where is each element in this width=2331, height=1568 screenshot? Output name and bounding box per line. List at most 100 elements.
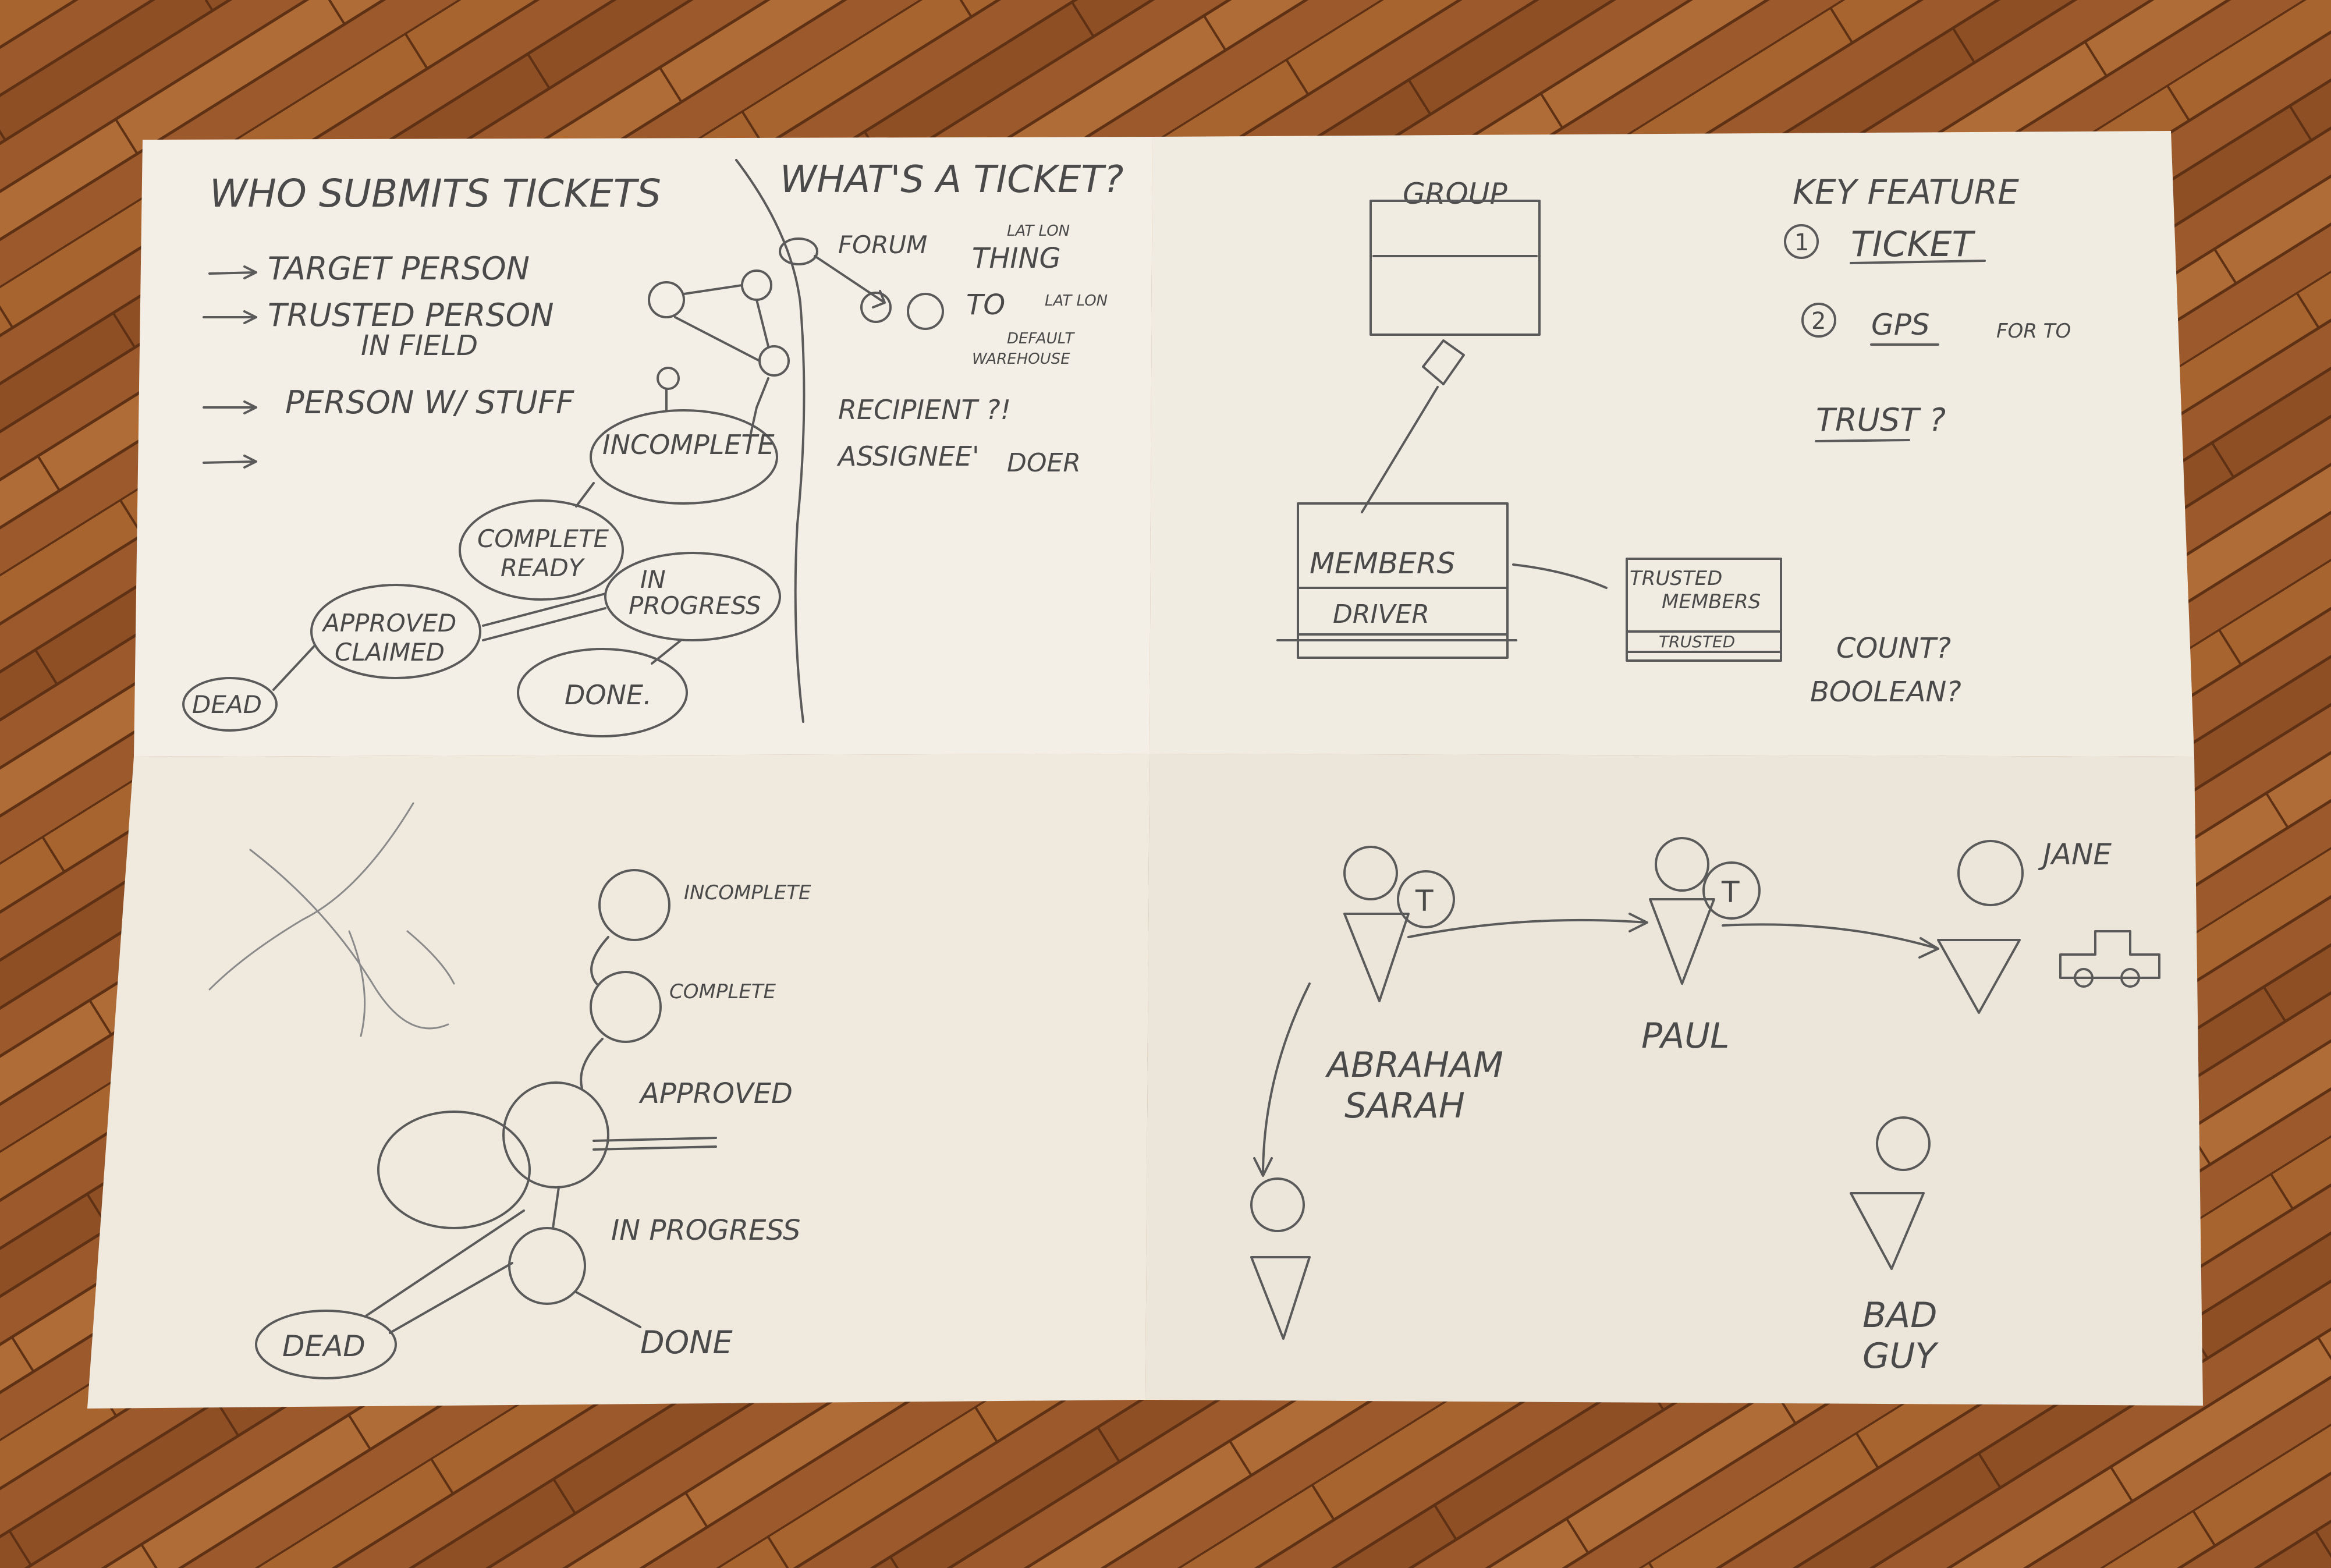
state-dead-oval <box>182 677 278 732</box>
person-bad: BAD <box>1862 1295 1937 1336</box>
sheet-bottom-left-paper <box>87 754 1149 1409</box>
person-abraham-head <box>1343 846 1398 900</box>
key-feature-title: KEY FEATURE <box>1793 172 2019 212</box>
key-trust: TRUST ? <box>1816 402 1946 438</box>
group-member-line <box>1361 386 1439 513</box>
state-incomplete: INCOMPLETE <box>602 429 775 460</box>
sheet-bottom-left: INCOMPLETE COMPLETE APPROVED IN PROGRESS… <box>208 802 811 1379</box>
bl-state-complete-node <box>590 971 662 1043</box>
sheet-bottom-right: T ABRAHAM SARAH T PAUL JANE BAD GUY <box>1250 837 2160 1377</box>
state-done-oval <box>517 648 688 737</box>
person-abraham: ABRAHAM <box>1325 1045 1503 1085</box>
state-in-progress-oval <box>604 552 781 641</box>
bullet-arrows <box>203 265 257 469</box>
group-diamond <box>1422 339 1465 385</box>
bl-state-done: DONE <box>640 1324 733 1361</box>
person-paul-body <box>1649 898 1715 985</box>
key-for-to: FOR TO <box>1996 320 2071 343</box>
person-lower-head <box>1250 1177 1305 1232</box>
sheet-top-left-paper <box>134 137 1152 757</box>
sheet-bottom-right-paper <box>1145 754 2203 1406</box>
trusted-members-1: TRUSTED <box>1630 567 1722 590</box>
ticket-thing: THING <box>972 242 1061 275</box>
trusted-box <box>1626 558 1782 662</box>
state-ready: READY <box>501 554 586 582</box>
person-bad-guy-body <box>1850 1192 1925 1270</box>
truck-wheel-2 <box>2120 968 2140 988</box>
trusted-field: TRUSTED <box>1659 632 1735 651</box>
bullet-in-field: IN FIELD <box>361 329 478 362</box>
ticket-marker-1-circle <box>1397 870 1455 928</box>
mini-node-a <box>648 281 685 318</box>
bl-strike <box>592 1137 717 1151</box>
ticket-warehouse: WAREHOUSE <box>972 350 1070 368</box>
abraham-down-arrow <box>1253 982 1311 1177</box>
ticket-to: TO <box>966 289 1005 321</box>
ticket-marker-2-circle <box>1702 861 1761 920</box>
person-paul-head <box>1655 837 1709 892</box>
ticket-recipient: RECIPIENT ?! <box>838 394 1011 425</box>
key-two: 2 <box>1811 308 1826 335</box>
mini-arrows <box>674 284 769 362</box>
bl-state-incomplete: INCOMPLETE <box>684 881 811 904</box>
key-two-circle <box>1801 303 1836 338</box>
bl-state-incomplete-node <box>598 869 670 941</box>
person-guy: GUY <box>1862 1336 1939 1377</box>
ticket-node-3 <box>907 293 944 330</box>
state-approved-oval <box>310 584 481 679</box>
bl-state-dead: DEAD <box>282 1329 366 1363</box>
bl-state-complete: COMPLETE <box>669 980 776 1003</box>
trusted-members-2: MEMBERS <box>1662 590 1761 613</box>
bl-state-approved: APPROVED <box>638 1077 793 1110</box>
ticket-title: WHAT'S A TICKET? <box>780 158 1123 201</box>
bl-state-in-progress: IN PROGRESS <box>611 1214 801 1247</box>
members-box <box>1276 502 1517 659</box>
crossed-curves <box>208 802 455 1037</box>
ticket-default: DEFAULT <box>1007 330 1075 347</box>
who-submits-title: WHO SUBMITS TICKETS <box>210 171 661 216</box>
person-jane: JANE <box>2038 838 2112 871</box>
bl-self-loop <box>377 1111 531 1229</box>
sheet-top-right: GROUP MEMBERS DRIVER TRUSTED MEMBERS TRU… <box>1276 172 2071 708</box>
person-jane-head <box>1957 840 2024 906</box>
question-boolean: BOOLEAN? <box>1810 676 1961 708</box>
state-in: IN <box>640 565 666 594</box>
top-left-divider <box>735 159 806 723</box>
bullet-person-stuff: PERSON W/ STUFF <box>285 384 574 421</box>
key-one-circle <box>1784 224 1819 259</box>
group-label: GROUP <box>1403 177 1507 211</box>
sheet-top-left: WHO SUBMITS TICKETS TARGET PERSON TRUSTE… <box>182 158 1123 737</box>
state-incomplete-oval <box>590 409 778 505</box>
ticket-node-2 <box>860 292 892 323</box>
group-box <box>1369 200 1541 336</box>
state-complete-oval <box>459 499 624 601</box>
key-ticket: TICKET <box>1851 224 1975 265</box>
ticket-marker-1: T <box>1415 884 1434 918</box>
question-count: COUNT? <box>1836 632 1951 665</box>
state-dead: DEAD <box>192 690 262 719</box>
start-node <box>657 367 680 390</box>
bullet-target-person: TARGET PERSON <box>268 250 530 287</box>
ticket-doer: DOER <box>1007 448 1081 478</box>
members-label: MEMBERS <box>1310 547 1455 580</box>
key-one: 1 <box>1794 229 1809 256</box>
state-transitions <box>272 377 769 691</box>
state-done: DONE. <box>565 679 652 711</box>
paper-sheets <box>87 131 2203 1409</box>
person-abraham-body <box>1343 913 1410 1002</box>
ticket-assignee: ASSIGNEE' <box>836 441 980 472</box>
state-approved: APPROVED <box>321 609 456 637</box>
sheet-top-right-paper <box>1149 131 2194 757</box>
ticket-from: FORUM <box>838 230 927 259</box>
driver-label: DRIVER <box>1333 599 1429 629</box>
person-paul: PAUL <box>1641 1016 1730 1056</box>
handoff-arrow-1 <box>1407 913 1648 938</box>
bl-transitions <box>366 936 641 1334</box>
bl-state-dead-oval <box>255 1310 397 1379</box>
person-lower-body <box>1250 1256 1311 1340</box>
state-progress: PROGRESS <box>629 591 761 620</box>
key-gps: GPS <box>1871 308 1930 342</box>
members-trusted-link <box>1512 563 1608 589</box>
ticket-to-latlon: LAT LON <box>1045 292 1108 310</box>
